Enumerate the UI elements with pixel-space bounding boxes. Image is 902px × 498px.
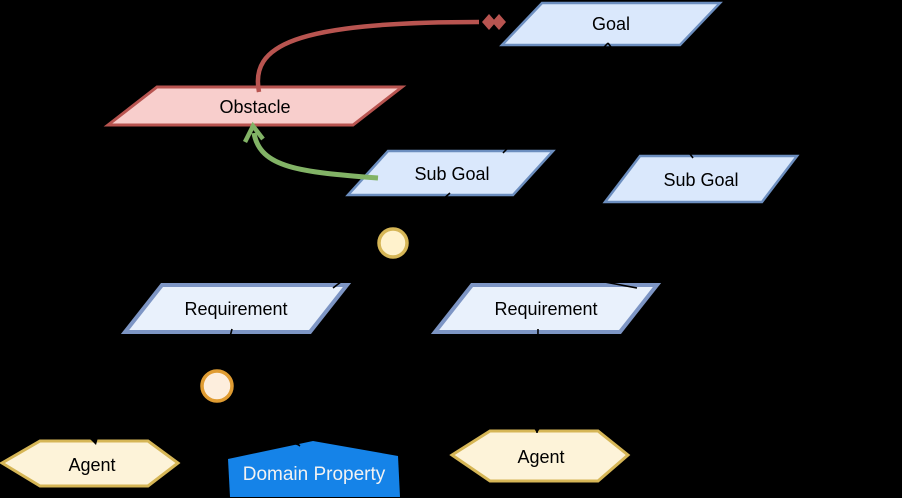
node-requirement-right[interactable]: Requirement	[430, 283, 662, 334]
requirement-right-label: Requirement	[494, 299, 597, 319]
arrowhead-agent-right	[531, 424, 543, 433]
resolution-open-arrowhead	[242, 121, 265, 144]
node-goal[interactable]: Goal	[499, 1, 723, 47]
edge-requirement-circle	[220, 328, 233, 373]
node-requirement-left[interactable]: Requirement	[120, 283, 352, 334]
subgoal-right-label: Sub Goal	[663, 170, 738, 190]
node-subgoal-right[interactable]: Sub Goal	[602, 154, 800, 204]
node-agent-right[interactable]: Agent	[449, 429, 631, 483]
domain-property-shape[interactable]	[228, 441, 400, 497]
obstacle-shape[interactable]	[103, 85, 407, 127]
subgoal-left-shape[interactable]	[345, 149, 556, 197]
refine-circle-top[interactable]	[377, 227, 409, 259]
edge-circle-domain-property	[228, 394, 301, 447]
node-agent-left[interactable]: Agent	[0, 439, 181, 488]
requirement-right-shape[interactable]	[430, 283, 662, 334]
agent-right-shape[interactable]	[449, 429, 631, 483]
edge-circle-agent-left	[89, 391, 204, 440]
arrowhead-domain-property	[290, 434, 300, 446]
refine-circle-bottom[interactable]	[200, 369, 234, 403]
edge-circle-requirement-left	[332, 250, 382, 289]
refinement-connectors	[89, 42, 694, 447]
edge-requirement-agent-right	[536, 328, 539, 434]
agent-right-label: Agent	[517, 447, 564, 467]
edge-circle-requirement-right	[406, 244, 638, 289]
obstacle-label: Obstacle	[219, 97, 290, 117]
resolution-curve	[251, 132, 379, 181]
domain-property-label: Domain Property	[243, 464, 386, 485]
refinement-circles	[200, 227, 409, 403]
obstruction-curve	[255, 19, 480, 93]
resolution-arrow	[242, 121, 379, 181]
edge-subgoal-circle	[403, 192, 451, 235]
edge-goal-subgoal-left	[502, 42, 609, 154]
node-domain-property[interactable]: Domain Property	[228, 441, 400, 497]
goal-shape[interactable]	[499, 1, 723, 47]
agent-left-shape[interactable]	[0, 439, 181, 488]
goal-label: Goal	[592, 14, 630, 34]
requirement-left-label: Requirement	[184, 299, 287, 319]
agent-left-label: Agent	[68, 455, 115, 475]
obstruction-diamond-1	[482, 14, 496, 30]
arrowhead-agent-left	[90, 434, 99, 445]
subgoal-right-shape[interactable]	[602, 154, 800, 204]
edge-goal-subgoal-right	[607, 42, 694, 159]
requirement-left-shape[interactable]	[120, 283, 352, 334]
node-obstacle[interactable]: Obstacle	[103, 85, 407, 127]
subgoal-left-label: Sub Goal	[414, 164, 489, 184]
node-subgoal-left[interactable]: Sub Goal	[345, 149, 556, 197]
obstruction-diamond-2	[492, 14, 506, 30]
obstruction-arrow	[255, 14, 506, 93]
